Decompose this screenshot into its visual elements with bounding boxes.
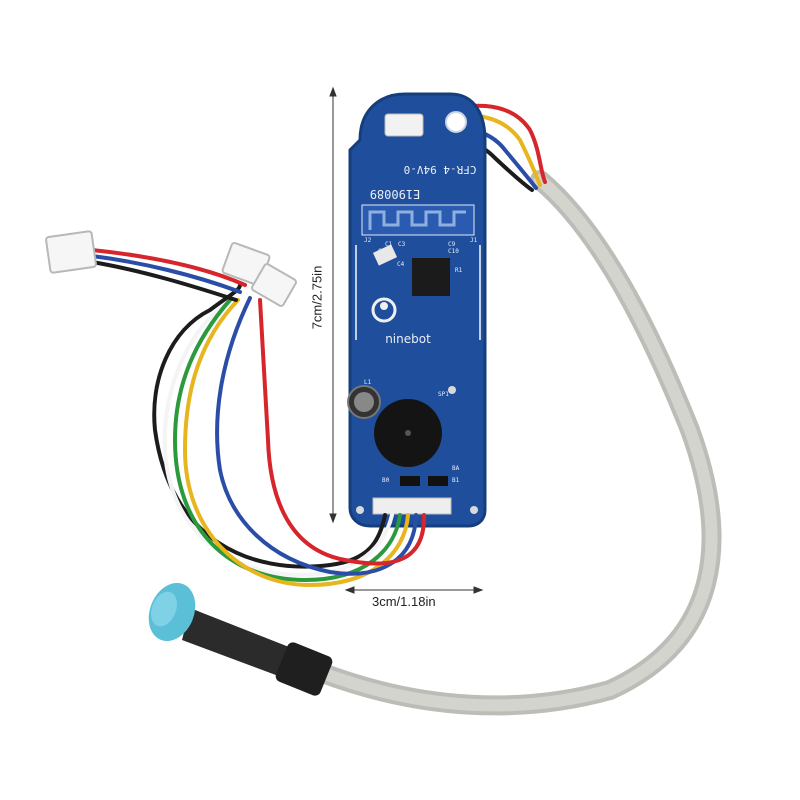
brand-print-text: ninebot <box>385 332 431 346</box>
label-j1: J1 <box>470 237 478 244</box>
label-b0: B0 <box>382 477 390 484</box>
board-code-text: E190089 <box>370 187 421 201</box>
white-plugs <box>45 230 297 307</box>
label-c3: C3 <box>398 241 406 248</box>
label-c4: C4 <box>397 261 405 268</box>
label-b1: B1 <box>452 477 460 484</box>
label-c1: C1 <box>385 241 393 248</box>
dimension-arrows <box>329 86 484 594</box>
width-dimension-label: 3cm/1.18in <box>372 594 436 609</box>
grey-cable <box>310 170 722 716</box>
label-c10: C10 <box>448 248 459 255</box>
label-sp1: SP1 <box>438 391 449 398</box>
label-j2: J2 <box>364 237 372 244</box>
label-c9: C9 <box>448 241 456 248</box>
label-l1: L1 <box>364 379 372 386</box>
height-dimension-label: 7cm/2.75in <box>309 265 325 330</box>
wire-harness <box>90 248 427 588</box>
label-r1: R1 <box>455 267 463 274</box>
label-c2: C2 <box>378 248 386 255</box>
pcb-board: CFR-4 94V-0 E190089 ninebot J2 J1 C1 C2 … <box>347 92 487 528</box>
waterproof-connector <box>148 582 333 696</box>
board-model-text: CFR-4 94V-0 <box>404 163 477 176</box>
label-ba: BA <box>452 465 460 472</box>
